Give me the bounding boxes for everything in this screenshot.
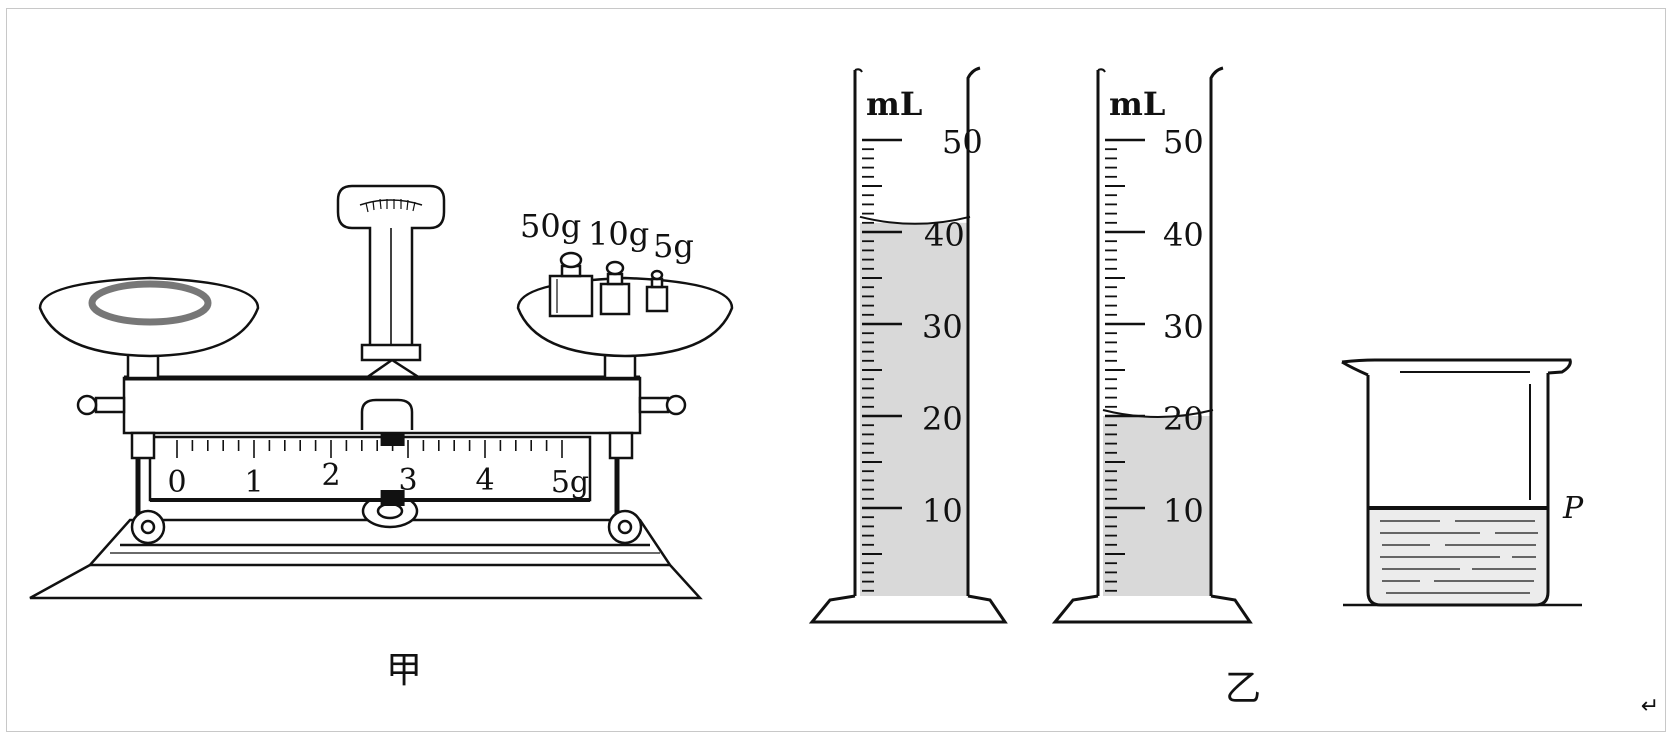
meniscus <box>1102 409 1214 418</box>
figure-frame <box>6 8 1666 732</box>
weight-label: 50g <box>520 207 581 245</box>
beaker-spout <box>1341 358 1572 377</box>
level-mark-p: P <box>1562 491 1584 526</box>
beam-number: 3 <box>398 463 417 498</box>
weight-5g <box>645 269 669 313</box>
beam-number: 5g <box>551 465 589 500</box>
cylinder-foot <box>1051 594 1253 624</box>
weight-label: 5g <box>653 227 694 265</box>
weight-10g <box>599 260 631 316</box>
balance: 0 1 2 3 4 5g <box>29 184 734 600</box>
graduation-label: 20 <box>1163 400 1204 438</box>
graduation-label: 20 <box>922 400 963 438</box>
balance-base <box>29 518 703 600</box>
beam-number: 1 <box>244 465 263 500</box>
graduation-label: 10 <box>922 492 963 530</box>
return-mark: ↵ <box>1641 694 1659 719</box>
graduated-beam <box>148 435 592 502</box>
graduation-label: 30 <box>922 308 963 346</box>
weight-50g <box>548 251 594 318</box>
weight-label: 10g <box>588 215 649 253</box>
balance-nut-left <box>76 394 98 416</box>
beam-number: 2 <box>321 458 340 493</box>
cylinder-foot <box>808 594 1008 624</box>
graduation-label: 50 <box>942 123 983 161</box>
graduation-label: 10 <box>1163 492 1204 530</box>
meniscus <box>859 215 971 225</box>
graduation-label: 40 <box>924 216 965 254</box>
graduated-cylinder-1 <box>808 66 1008 624</box>
caption-jia: 甲 <box>386 650 422 691</box>
liquid <box>1103 416 1211 596</box>
graduated-cylinder-2 <box>1051 66 1253 624</box>
graduation-label: 50 <box>1163 123 1204 161</box>
unit-label: mL <box>1109 85 1165 123</box>
unit-label: mL <box>866 85 922 123</box>
balance-nut-right <box>665 394 687 416</box>
graduation-label: 30 <box>1163 308 1204 346</box>
ring-object <box>88 280 212 326</box>
beam-number: 4 <box>475 463 494 498</box>
graduation-label: 40 <box>1163 216 1204 254</box>
rider-lower <box>380 490 405 506</box>
beam-number: 0 <box>167 465 186 500</box>
beaker <box>1341 358 1582 607</box>
caption-yi: 乙 <box>1225 668 1261 709</box>
liquid <box>860 222 968 597</box>
left-pan <box>38 276 260 358</box>
